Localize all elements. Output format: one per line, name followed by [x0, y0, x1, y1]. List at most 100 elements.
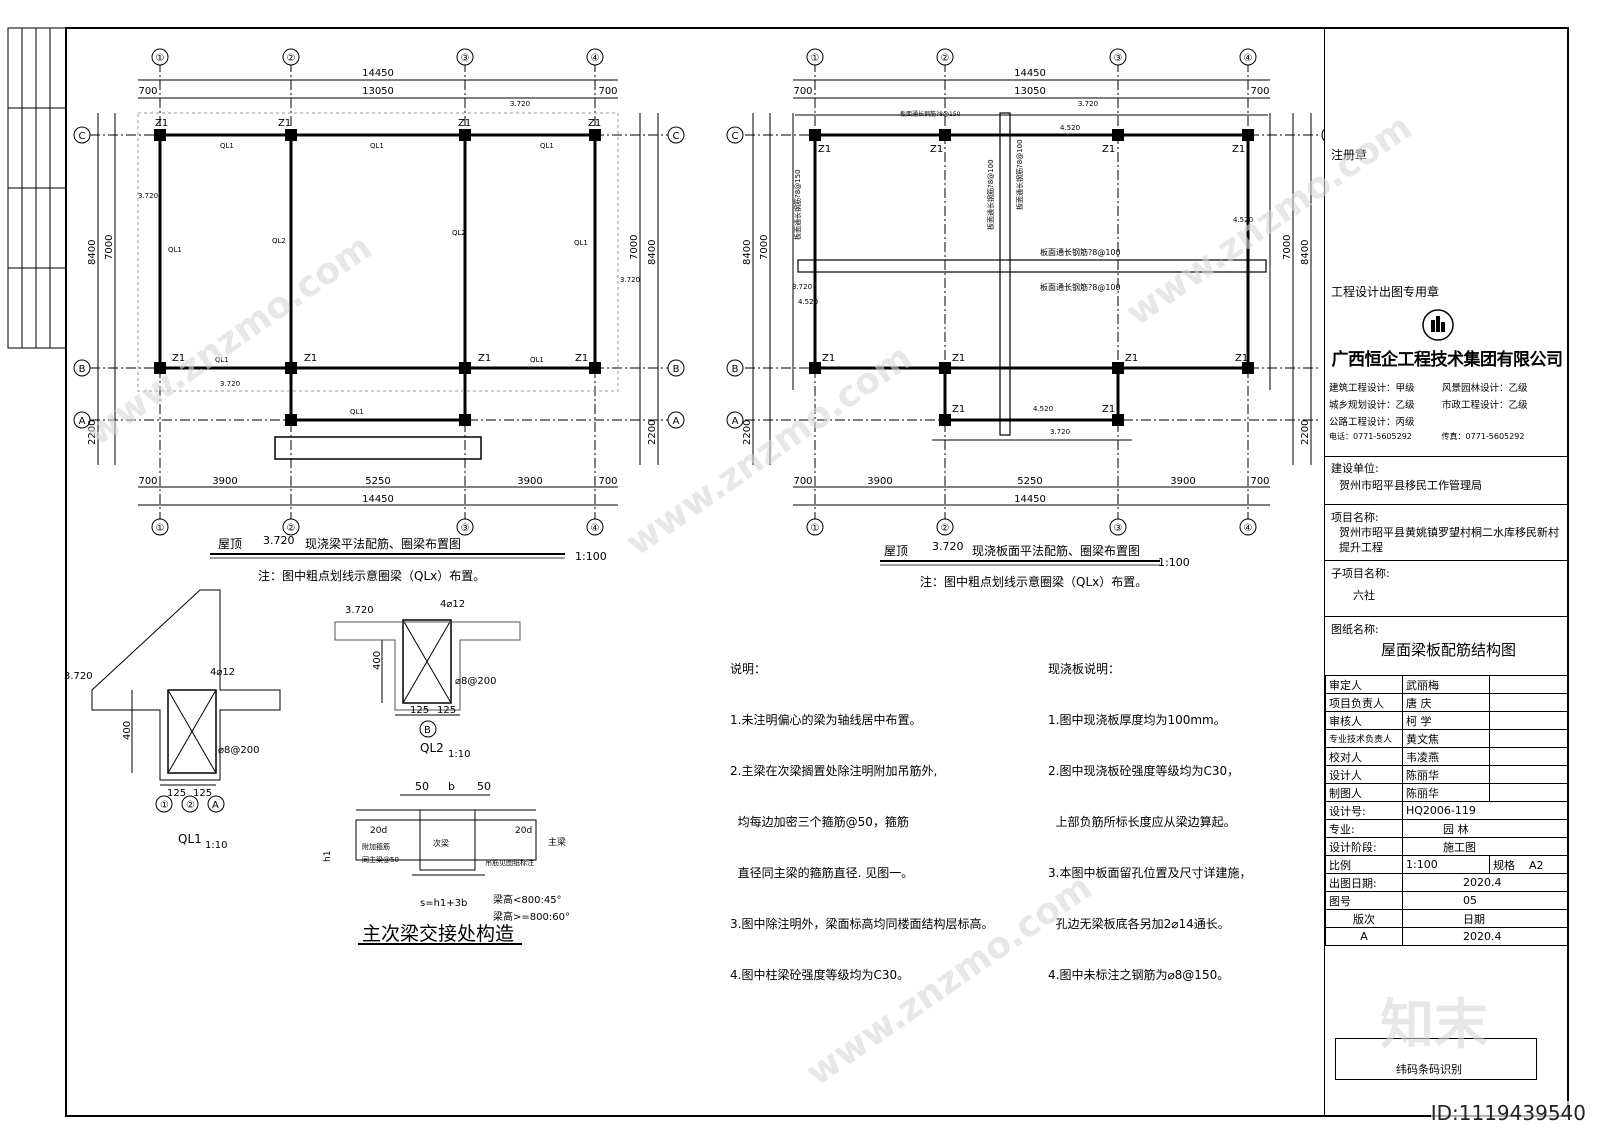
joint-dim-50: 50	[477, 780, 491, 793]
ql1-axis-1: ①	[160, 800, 169, 811]
elev-label: 4.520	[1233, 216, 1253, 224]
qualification: 城乡规划设计：乙级	[1329, 400, 1415, 411]
axis-b-right: B	[673, 364, 680, 375]
slab-notes-title: 现浇板说明：	[1048, 662, 1121, 676]
client-label: 建设单位:	[1331, 462, 1379, 475]
col-z1: Z1	[818, 144, 831, 155]
stage-label: 设计阶段:	[1325, 837, 1403, 856]
rebar-label: 板面通长钢筋?8@150	[900, 110, 961, 118]
col-z1: Z1	[155, 118, 168, 129]
elev-label: 3.720	[620, 276, 640, 284]
axis-1-top: ①	[811, 53, 820, 64]
joint-stirrup-50: 同主梁@50	[362, 855, 399, 864]
person: 黄文焦	[1402, 729, 1490, 748]
elev-label: 3.720	[510, 100, 530, 108]
ql2-axis-b: B	[424, 725, 431, 736]
role: 设计人	[1325, 765, 1403, 784]
elev-label: 3.720	[1078, 100, 1098, 108]
plan-scale: 1:100	[1158, 556, 1190, 569]
signature	[1489, 783, 1569, 802]
dim-left-2200: 2200	[87, 420, 98, 445]
col-z1: Z1	[1235, 353, 1248, 364]
signature	[1489, 711, 1569, 730]
plan-title-prefix: 屋顶	[884, 544, 908, 558]
dim-right-8400: 8400	[647, 240, 658, 265]
ql1-axis-a: A	[212, 800, 219, 811]
role: 项目负责人	[1325, 693, 1403, 712]
ql1-stirrup: ⌀8@200	[218, 745, 259, 756]
axis-3-top: ③	[1114, 53, 1123, 64]
scale: 1:100	[1402, 855, 1490, 874]
plan-note: 注：图中粗点划线示意圈梁（QLx）布置。	[258, 568, 485, 583]
dim-left-2200: 2200	[742, 420, 753, 445]
client-row: 建设单位: 贺州市昭平县移民工作管理局	[1325, 456, 1569, 504]
person: 陈丽华	[1402, 765, 1490, 784]
barcode-label: 纬码条码识别	[1396, 1063, 1462, 1076]
dim-right-2200: 2200	[647, 420, 658, 445]
subproject: 六社	[1353, 589, 1375, 602]
ql2-elev: 3.720	[345, 605, 374, 616]
dim-left-8400: 8400	[87, 240, 98, 265]
joint-20d: 20d	[515, 826, 532, 836]
slab-note-item: 1.图中现浇板厚度均为100mm。	[1048, 713, 1226, 727]
dim-top-total: 14450	[1014, 68, 1046, 79]
dim-top-inner: 13050	[1014, 86, 1046, 97]
axis-4-bottom: ④	[591, 523, 600, 534]
plan-title-elev: 3.720	[263, 534, 295, 547]
rebar-vertical: 板面通长钢筋?8@100	[986, 159, 995, 230]
axis-1-bottom: ①	[811, 523, 820, 534]
signature	[1489, 729, 1569, 748]
major-label: 专业:	[1325, 819, 1403, 838]
axis-c-right: C	[673, 131, 680, 142]
joint-angle-60: 梁高>=800:60°	[493, 910, 570, 923]
axis-2-top: ②	[941, 53, 950, 64]
beam-ql1: QL1	[540, 142, 554, 150]
fax: 传真：0771-5605292	[1441, 432, 1525, 441]
slab-notes: 现浇板说明： 1.图中现浇板厚度均为100mm。 2.图中现浇板砼强度等级均为C…	[1048, 627, 1251, 1001]
company-name: 广西恒企工程技术集团有限公司	[1331, 350, 1564, 370]
col-z1: Z1	[172, 353, 185, 364]
dim-bottom-1: 700	[793, 476, 812, 487]
signature	[1489, 765, 1569, 784]
col-z1: Z1	[478, 353, 491, 364]
general-notes: 说明： 1.未注明偏心的梁为轴线居中布置。 2.主梁在次梁搁置处除注明附加吊筋外…	[730, 627, 993, 1001]
dim-bottom-3: 5250	[1017, 476, 1042, 487]
note-item: 3.图中除注明外，梁面标高均同楼面结构层标高。	[730, 917, 994, 931]
person: 韦凌燕	[1402, 747, 1490, 766]
elev-label: 3.720	[1050, 428, 1070, 436]
joint-main-beam: 主梁	[548, 836, 566, 848]
dim-bottom-1: 700	[138, 476, 157, 487]
joint-h1: h1	[323, 851, 333, 862]
axis-3-bottom: ③	[461, 523, 470, 534]
notes-title: 说明：	[730, 662, 767, 676]
phone: 电话：0771-5605292	[1329, 432, 1412, 441]
dim-top-edge-right: 700	[598, 86, 617, 97]
elev-label: 3.720	[138, 192, 158, 200]
plan-title-elev: 3.720	[932, 540, 964, 553]
role: 制图人	[1325, 783, 1403, 802]
dim-bottom-4: 3900	[517, 476, 542, 487]
rebar-label: 板面通长钢筋?8@100	[1040, 282, 1121, 292]
dim-left-8400: 8400	[742, 240, 753, 265]
plan-title: 现浇梁平法配筋、圈梁布置图	[305, 536, 461, 551]
col-z1: Z1	[278, 118, 291, 129]
col-z1: Z1	[458, 118, 471, 129]
qualification: 市政工程设计：乙级	[1442, 400, 1528, 411]
person: 唐 庆	[1402, 693, 1490, 712]
plan-note: 注：图中粗点划线示意圈梁（QLx）布置。	[920, 574, 1147, 589]
plan-title-prefix: 屋顶	[218, 537, 242, 551]
ql2-height: 400	[372, 651, 383, 670]
dim-top-edge-left: 700	[138, 86, 157, 97]
note-item: 均每边加密三个箍筋@50，箍筋	[730, 815, 909, 829]
design-no: HQ2006-119	[1402, 801, 1569, 820]
person: 陈丽华	[1402, 783, 1490, 802]
drawing-name: 屋面梁板配筋结构图	[1381, 641, 1517, 659]
col-z1: Z1	[1102, 404, 1115, 415]
beam-ql1: QL1	[350, 408, 364, 416]
joint-dim-50: 50	[415, 780, 429, 793]
axis-2-bottom: ②	[287, 523, 296, 534]
joint-hanger: 吊筋见图纸标注	[485, 858, 534, 867]
person: 柯 学	[1402, 711, 1490, 730]
dim-bottom-5: 700	[598, 476, 617, 487]
axis-c-left: C	[732, 131, 739, 142]
